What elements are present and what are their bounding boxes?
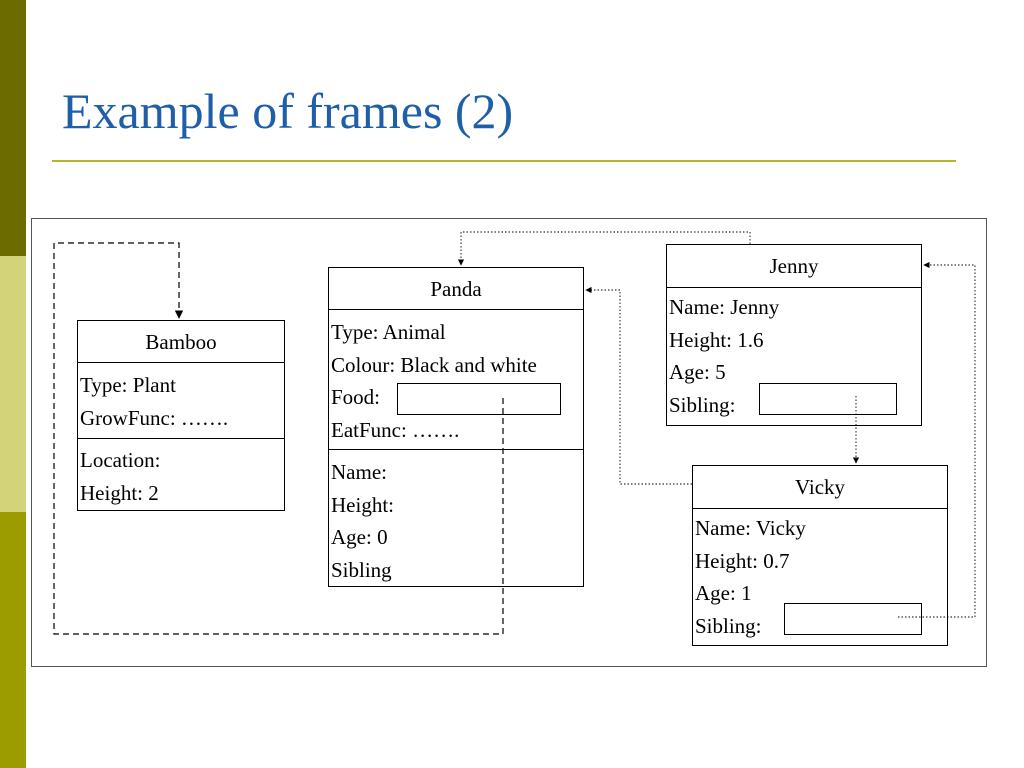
slot-location: Location: xyxy=(80,448,161,472)
slot-sibling: Sibling: xyxy=(695,613,762,638)
frame-bamboo: Bamboo Type: Plant GrowFunc: ……. Locatio… xyxy=(77,320,285,511)
frame-panda: Panda Type: Animal Colour: Black and whi… xyxy=(328,267,584,587)
slot-type: Type: Animal xyxy=(331,320,446,344)
slot-type: Type: Plant xyxy=(80,373,176,397)
slot-height: Height: 2 xyxy=(80,480,159,505)
slot-name: Name: Vicky xyxy=(695,516,806,540)
frame-bamboo-class-slots: Type: Plant GrowFunc: ……. xyxy=(78,363,284,438)
frame-panda-title: Panda xyxy=(329,268,583,310)
slot-sibling: Sibling xyxy=(331,557,392,582)
frame-jenny-title: Jenny xyxy=(667,245,921,288)
frame-vicky-slots: Name: Vicky Height: 0.7 Age: 1 Sibling: xyxy=(693,509,947,642)
slot-colour: Colour: Black and white xyxy=(331,352,537,377)
diagram-panel xyxy=(31,218,987,667)
vicky-sibling-value-box xyxy=(784,603,922,635)
slot-height: Height: 0.7 xyxy=(695,548,790,573)
slide-title: Example of frames (2) xyxy=(62,83,514,139)
slot-age: Age: 0 xyxy=(331,525,388,549)
frame-panda-instance-slots: Name: Height: Age: 0 Sibling xyxy=(329,449,583,586)
slot-height: Height: xyxy=(331,492,394,517)
side-bar-bottom xyxy=(0,512,26,768)
frame-bamboo-instance-slots: Location: Height: 2 xyxy=(78,438,284,509)
slot-growfunc: GrowFunc: ……. xyxy=(80,405,229,430)
slot-name: Name: Jenny xyxy=(669,295,780,319)
slot-height: Height: 1.6 xyxy=(669,327,764,352)
frame-vicky-title: Vicky xyxy=(693,466,947,509)
side-bar-middle xyxy=(0,256,26,512)
jenny-sibling-value-box xyxy=(759,383,897,415)
slot-age: Age: 1 xyxy=(695,581,752,605)
panda-food-value-box xyxy=(397,383,561,415)
frame-bamboo-title: Bamboo xyxy=(78,321,284,363)
slot-name: Name: xyxy=(331,460,387,484)
title-underline xyxy=(52,160,956,162)
slot-eatfunc: EatFunc: ……. xyxy=(331,417,460,442)
side-bar-top xyxy=(0,0,26,256)
frame-panda-class-slots: Type: Animal Colour: Black and white Foo… xyxy=(329,310,583,449)
